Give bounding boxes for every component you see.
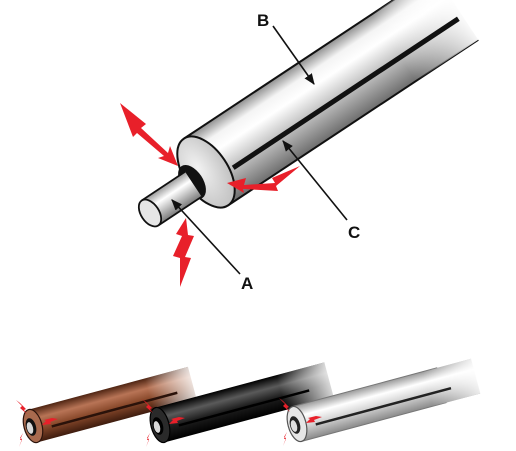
seam-line <box>231 16 460 170</box>
lightning-bolt-icon <box>120 103 178 166</box>
lightning-bolt-icon <box>169 417 185 424</box>
lightning-bolt-icon <box>227 166 300 193</box>
lightning-bolt-icon <box>16 400 27 414</box>
core-end-face <box>137 198 163 228</box>
lightning-bolt-icon <box>142 399 153 413</box>
tube-jacket <box>183 0 483 207</box>
callout-arrow-b <box>272 25 315 85</box>
callout-arrow-c <box>282 140 348 221</box>
lightning-bolt-icon <box>19 433 23 447</box>
lightning-bolt-icon <box>42 418 58 425</box>
lightning-bolt-icon <box>146 433 150 447</box>
label-b: B <box>257 11 269 30</box>
callout-arrow-a <box>171 199 241 275</box>
label-c: C <box>348 223 360 242</box>
lightning-bolt-icon <box>279 398 290 412</box>
label-a: A <box>241 274 253 293</box>
silver-tube <box>279 356 491 446</box>
lightning-bolt-icon <box>283 432 287 446</box>
copper-tube <box>16 364 207 447</box>
lightning-bolt-icon <box>173 218 194 287</box>
large-tube: B C A <box>120 0 483 293</box>
lightning-bolt-icon <box>306 416 322 423</box>
